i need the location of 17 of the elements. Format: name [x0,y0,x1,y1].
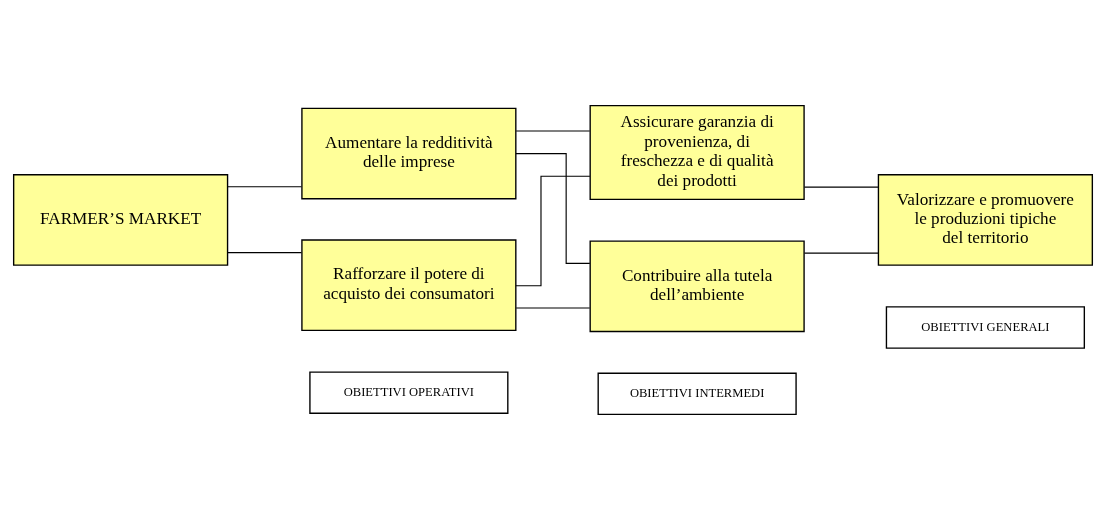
connector [515,129,591,132]
connector [803,186,879,188]
node-box: Assicurare garanzia di provenienza, di freschezza e di qualità dei prodotti [589,104,805,200]
connector [227,251,302,253]
connector [515,175,591,286]
node-box: Aumentare la redditività delle imprese [301,107,517,199]
connector [515,306,591,309]
connector [803,252,879,254]
node-box: Contribuire alla tutela dell’ambiente [589,239,805,332]
node-box: OBIETTIVI GENERALI [885,305,1085,349]
node-box: Rafforzare il potere di acquisto dei consumatori [301,238,517,331]
node-box: Valorizzare e promuovere le produzioni tipiche del territorio [877,173,1094,266]
node-box: OBIETTIVI OPERATIVI [309,370,509,414]
node-box: OBIETTIVI INTERMEDI [597,372,797,415]
connector [227,185,302,187]
node-box: FARMER’S MARKET [12,173,229,266]
connector [515,152,591,264]
